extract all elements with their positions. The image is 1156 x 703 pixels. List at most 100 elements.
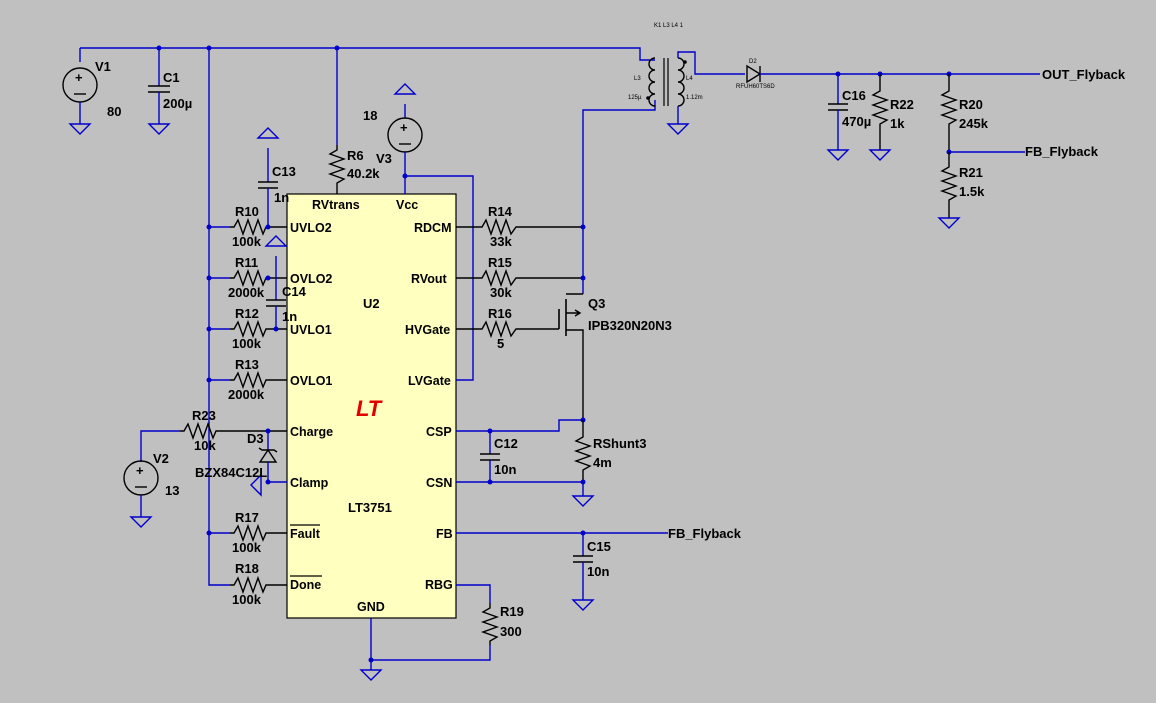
r18-value: 100k xyxy=(232,592,262,607)
source-v2[interactable]: + xyxy=(123,430,180,528)
r19-ref: R19 xyxy=(500,604,524,619)
ic-u2-body[interactable] xyxy=(286,193,457,619)
r16-value: 5 xyxy=(497,336,504,351)
resistor-r13[interactable] xyxy=(230,370,287,390)
resistor-r22[interactable] xyxy=(870,74,890,150)
r15-value: 30k xyxy=(490,285,512,300)
resistor-r21[interactable] xyxy=(939,152,959,218)
pin-clamp-label: Clamp xyxy=(290,476,329,490)
resistor-r17[interactable] xyxy=(230,523,287,543)
pin-ovlo1-label: OVLO1 xyxy=(290,374,332,388)
l4-value: 1.12m xyxy=(686,95,703,101)
r12-ref: R12 xyxy=(235,306,259,321)
c13-ref: C13 xyxy=(272,164,296,179)
pin-hvgate-label: HVGate xyxy=(405,323,450,337)
c16-ref: C16 xyxy=(842,88,866,103)
v3-value: 18 xyxy=(363,108,377,123)
source-v1[interactable]: + xyxy=(62,67,98,135)
c12-value: 10n xyxy=(494,462,516,477)
v1-ref: V1 xyxy=(95,59,111,74)
transformer-k1[interactable] xyxy=(646,51,745,135)
pin-vcc-label: Vcc xyxy=(396,198,418,212)
diode-d2[interactable] xyxy=(746,64,1040,84)
r6-value: 40.2k xyxy=(347,166,380,181)
capacitor-c1[interactable] xyxy=(148,85,170,135)
net-out-flyback: OUT_Flyback xyxy=(1042,67,1126,82)
net-fb-flyback-top: FB_Flyback xyxy=(1025,144,1099,159)
pin-rdcm-label: RDCM xyxy=(414,221,452,235)
c1-ref: C1 xyxy=(163,70,180,85)
d3-ref: D3 xyxy=(247,431,264,446)
resistor-r14[interactable] xyxy=(456,217,583,237)
v2-ref: V2 xyxy=(153,451,169,466)
r14-value: 33k xyxy=(490,234,512,249)
r10-value: 100k xyxy=(232,234,262,249)
resistor-r20[interactable] xyxy=(939,74,959,152)
svg-text:+: + xyxy=(75,70,83,85)
v1-value: 80 xyxy=(107,104,121,119)
capacitor-c14[interactable] xyxy=(265,235,287,329)
capacitor-c16[interactable] xyxy=(827,74,849,161)
resistor-r12[interactable] xyxy=(230,319,287,339)
pin-done-label: Done xyxy=(290,578,321,592)
c15-value: 10n xyxy=(587,564,609,579)
d2-ref: D2 xyxy=(749,59,757,65)
c15-ref: C15 xyxy=(587,539,611,554)
pin-lvgate-label: LVGate xyxy=(408,374,451,388)
lt-logo: LT xyxy=(356,396,383,421)
pin-uvlo1-label: UVLO1 xyxy=(290,323,332,337)
ic-ref-label: U2 xyxy=(363,296,380,311)
resistor-r19[interactable] xyxy=(480,603,500,645)
pin-csn-label: CSN xyxy=(426,476,452,490)
resistor-r23[interactable] xyxy=(180,421,287,441)
r20-value: 245k xyxy=(959,116,989,131)
c14-value: 1n xyxy=(282,309,297,324)
r22-ref: R22 xyxy=(890,97,914,112)
mosfet-q3[interactable] xyxy=(558,293,584,420)
r17-value: 100k xyxy=(232,540,262,555)
rshunt-value: 4m xyxy=(593,455,612,470)
r13-ref: R13 xyxy=(235,357,259,372)
r23-ref: R23 xyxy=(192,408,216,423)
capacitor-c15[interactable] xyxy=(572,533,594,611)
v3-ref: V3 xyxy=(376,151,392,166)
source-v3[interactable]: + xyxy=(387,83,423,194)
q3-part: IPB320N20N3 xyxy=(588,318,672,333)
d2-part: RFUH60TS6D xyxy=(736,84,775,90)
r11-value: 2000k xyxy=(228,285,265,300)
d3-part: BZX84C12L xyxy=(195,465,267,480)
pin-ovlo2-label: OVLO2 xyxy=(290,272,332,286)
pin-gnd-label: GND xyxy=(357,600,385,614)
r22-value: 1k xyxy=(890,116,905,131)
pin-rvout-label: RVout xyxy=(411,272,447,286)
r21-ref: R21 xyxy=(959,165,983,180)
r16-ref: R16 xyxy=(488,306,512,321)
pin-csp-label: CSP xyxy=(426,425,452,439)
net-fb-flyback-bottom: FB_Flyback xyxy=(668,526,742,541)
l3-value: 125µ xyxy=(628,95,642,101)
resistor-r15[interactable] xyxy=(456,268,583,288)
capacitor-c12[interactable] xyxy=(480,431,500,482)
resistor-r18[interactable] xyxy=(230,575,287,595)
svg-text:+: + xyxy=(400,120,408,135)
resistor-r11[interactable] xyxy=(230,268,287,288)
l4-ref: L4 xyxy=(686,76,693,82)
r21-value: 1.5k xyxy=(959,184,985,199)
resistor-rshunt3[interactable] xyxy=(573,420,593,482)
resistor-r10[interactable] xyxy=(230,217,287,237)
capacitor-c13[interactable] xyxy=(257,127,279,227)
pin-rbg-label: RBG xyxy=(425,578,453,592)
r15-ref: R15 xyxy=(488,255,512,270)
resistor-r16[interactable] xyxy=(456,319,559,339)
r23-value: 10k xyxy=(194,438,216,453)
c13-value: 1n xyxy=(274,190,289,205)
r20-ref: R20 xyxy=(959,97,983,112)
r6-ref: R6 xyxy=(347,148,364,163)
resistor-r6[interactable] xyxy=(327,145,347,194)
r11-ref: R11 xyxy=(235,255,258,270)
r13-value: 2000k xyxy=(228,387,265,402)
r19-value: 300 xyxy=(500,624,522,639)
r10-ref: R10 xyxy=(235,204,259,219)
pin-charge-label: Charge xyxy=(290,425,333,439)
